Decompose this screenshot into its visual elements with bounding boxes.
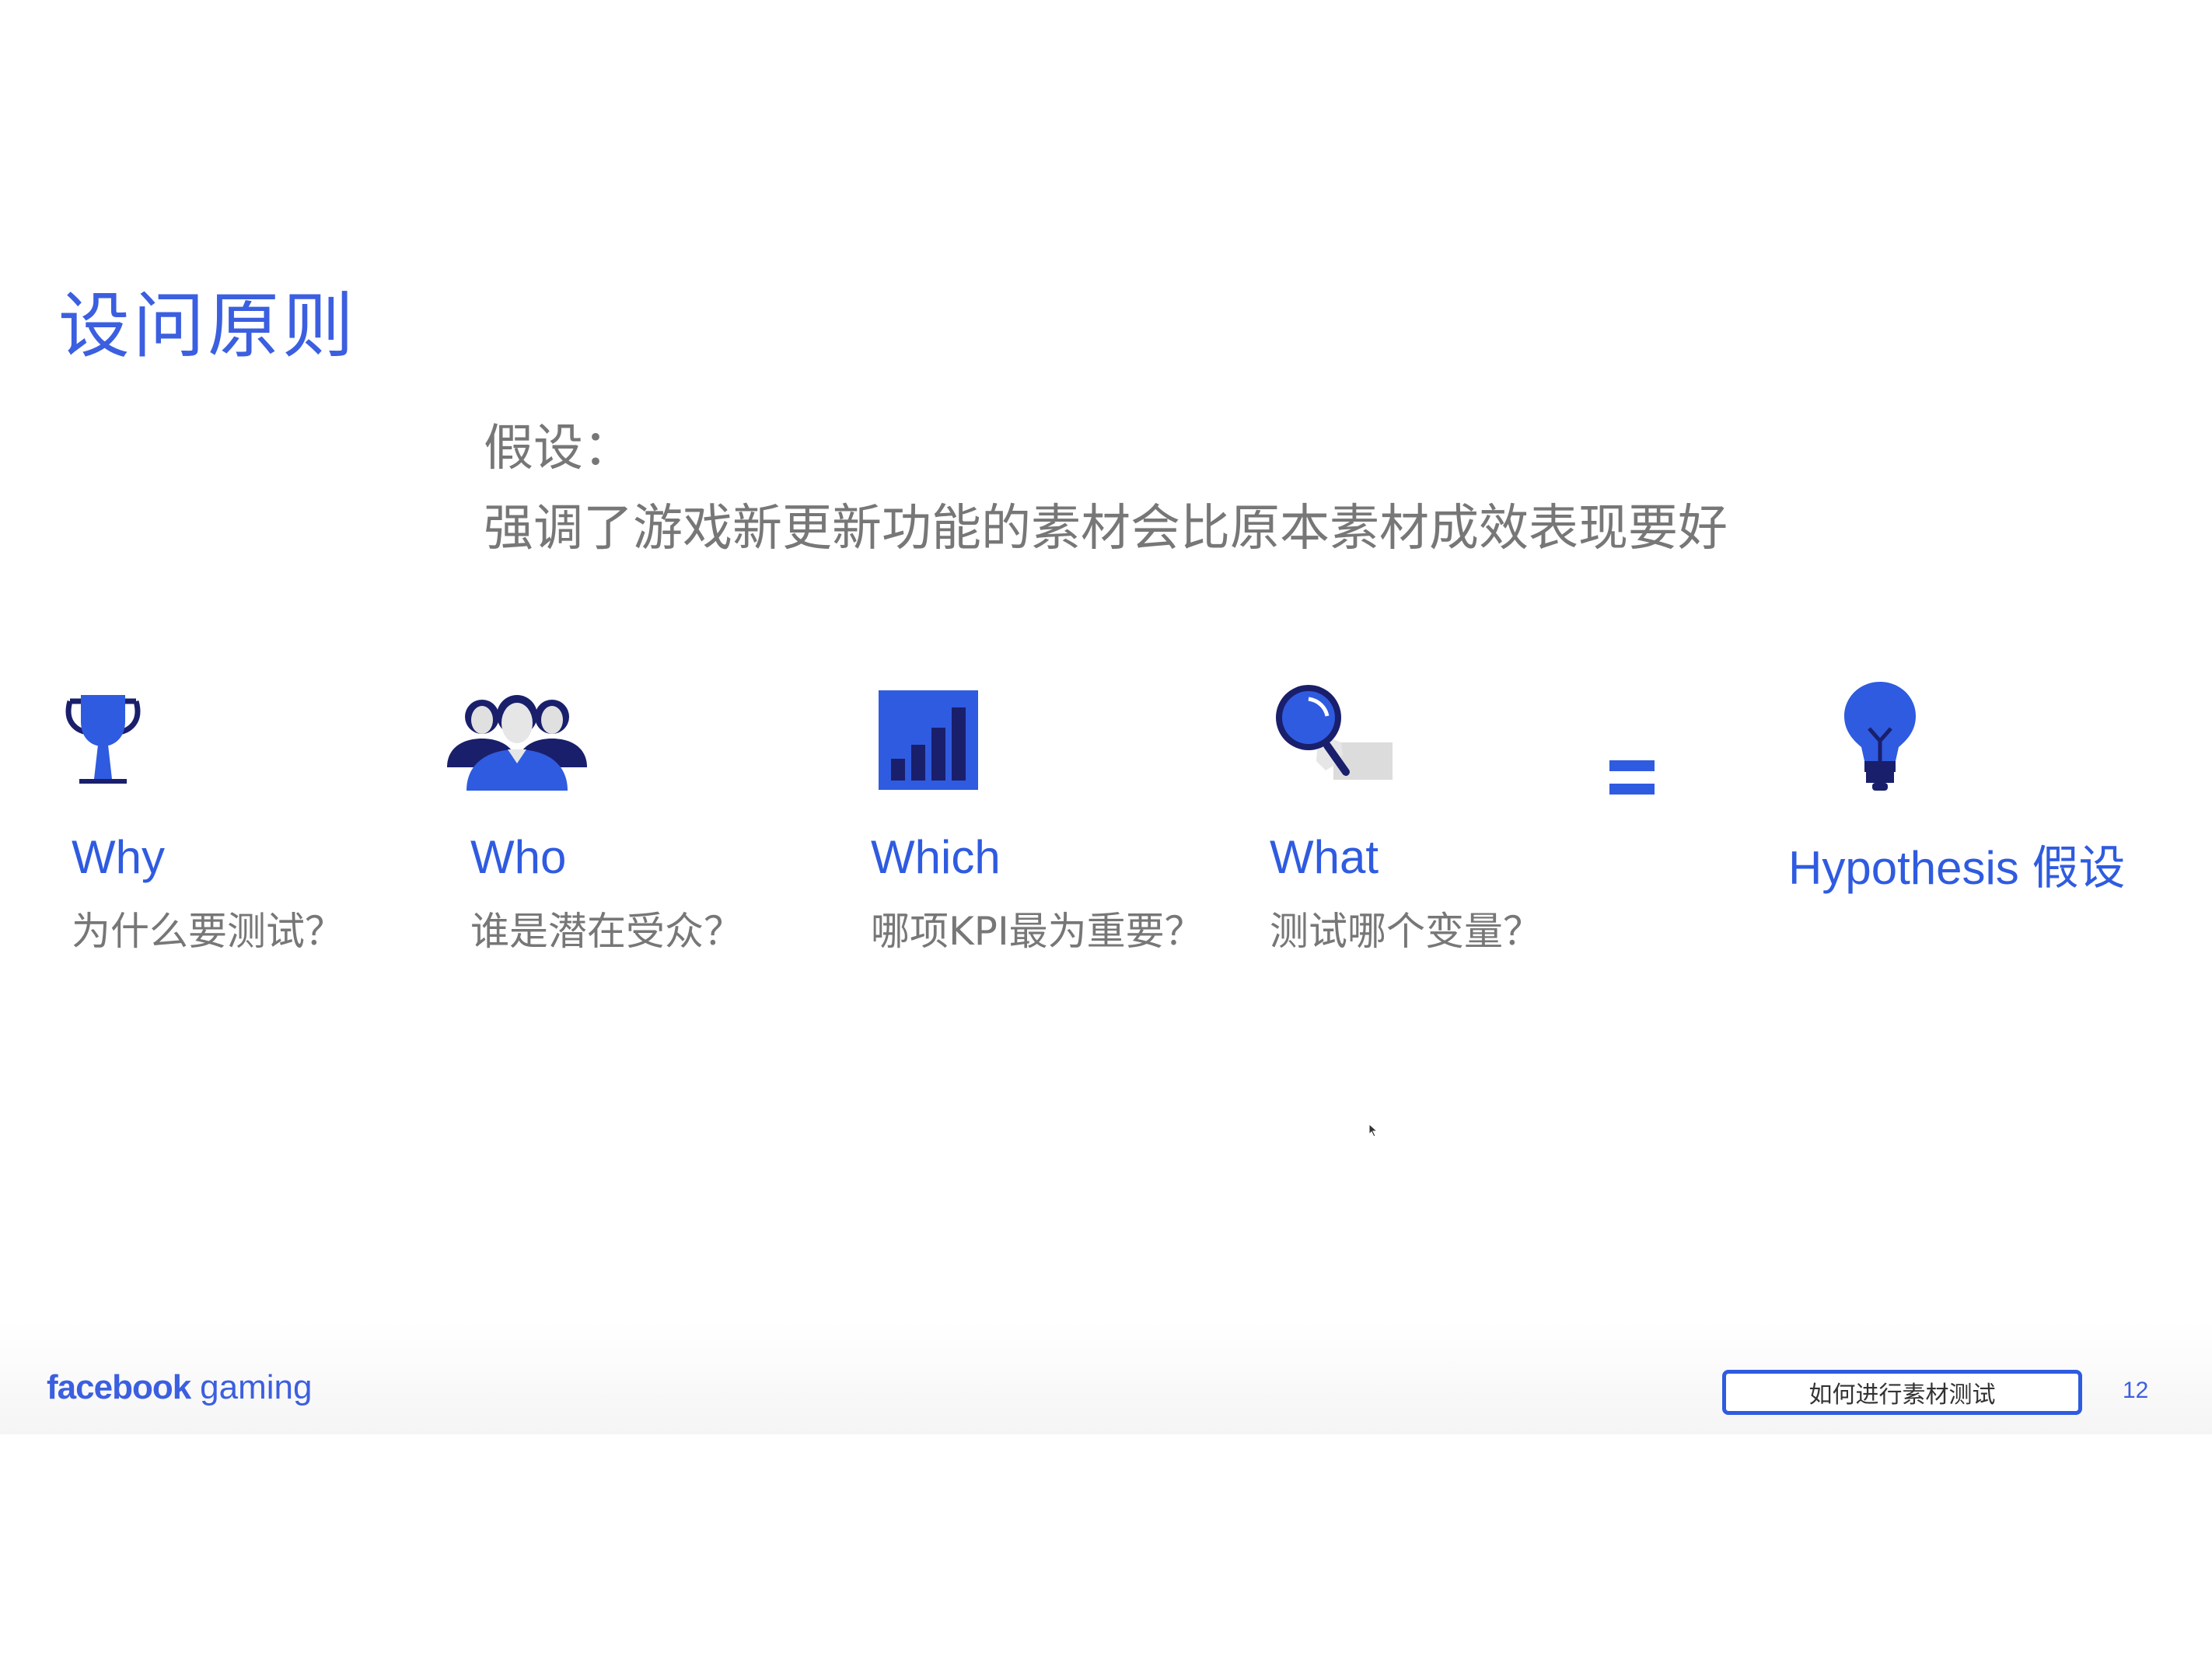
brand-light: gaming bbox=[200, 1368, 313, 1406]
magnifier-icon bbox=[1276, 685, 1393, 780]
why-label: Why bbox=[72, 831, 165, 883]
hypothesis-label: 假设： bbox=[484, 420, 633, 477]
section-label-box: 如何进行素材测试 bbox=[1722, 1370, 2082, 1415]
mouse-cursor-icon bbox=[1368, 1123, 1379, 1137]
slide-title: 设问原则 bbox=[58, 285, 358, 368]
why-question: 为什么要测试？ bbox=[72, 909, 344, 954]
brand-bold: facebook bbox=[47, 1368, 191, 1406]
which-label: Which bbox=[871, 831, 1001, 883]
hypothesis-text: 强调了游戏新更新功能的素材会比原本素材成效表现要好 bbox=[484, 500, 1728, 557]
what-label: What bbox=[1270, 831, 1379, 883]
section-label: 如何进行素材测试 bbox=[1808, 1381, 1996, 1409]
what-question: 测试哪个变量？ bbox=[1270, 909, 1542, 954]
bar-chart-icon bbox=[879, 690, 978, 790]
who-question: 谁是潜在受众？ bbox=[470, 909, 743, 954]
hypothesis-result-label: Hypothesis 假设 bbox=[1788, 842, 2126, 894]
trophy-icon bbox=[65, 695, 141, 784]
page-number: 12 bbox=[2123, 1378, 2149, 1403]
equals-icon bbox=[1609, 760, 1655, 795]
audience-icon bbox=[447, 695, 587, 791]
slide: 设问原则 假设： 强调了游戏新更新功能的素材会比原本素材成效表现要好 bbox=[0, 285, 2212, 1434]
who-label: Who bbox=[470, 831, 567, 883]
lightbulb-icon bbox=[1844, 682, 1916, 791]
which-question: 哪项KPI最为重要？ bbox=[871, 909, 1204, 954]
